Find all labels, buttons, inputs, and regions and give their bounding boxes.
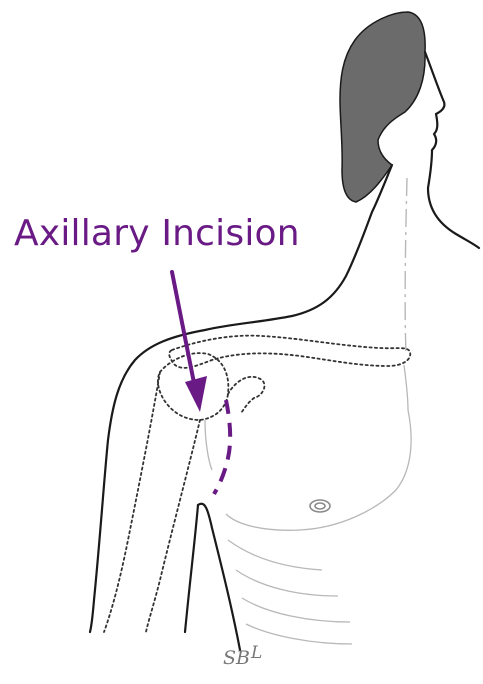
rib-line-3 xyxy=(242,598,350,622)
artist-signature: SBL xyxy=(223,647,262,669)
signature-base: SB xyxy=(223,647,250,669)
nipple-icon xyxy=(310,500,330,512)
scapula-process-outline xyxy=(228,377,264,414)
hair-shape xyxy=(340,12,425,202)
chest-side-outline xyxy=(198,504,240,650)
neck-line xyxy=(405,178,407,355)
incision-label: Axillary Incision xyxy=(14,212,300,256)
face-outline xyxy=(425,52,479,248)
humerus-inner-outline xyxy=(146,420,200,632)
arrow-down-icon xyxy=(172,272,207,412)
rib-line-2 xyxy=(236,570,338,596)
clavicle-outline xyxy=(169,336,410,368)
rib-line-4 xyxy=(246,624,352,644)
sternum-line xyxy=(404,365,408,410)
chest-inner-line xyxy=(205,420,212,470)
signature-superscript: L xyxy=(251,643,262,663)
arm-inner-outline xyxy=(185,505,198,632)
rib-line-1 xyxy=(228,540,322,570)
